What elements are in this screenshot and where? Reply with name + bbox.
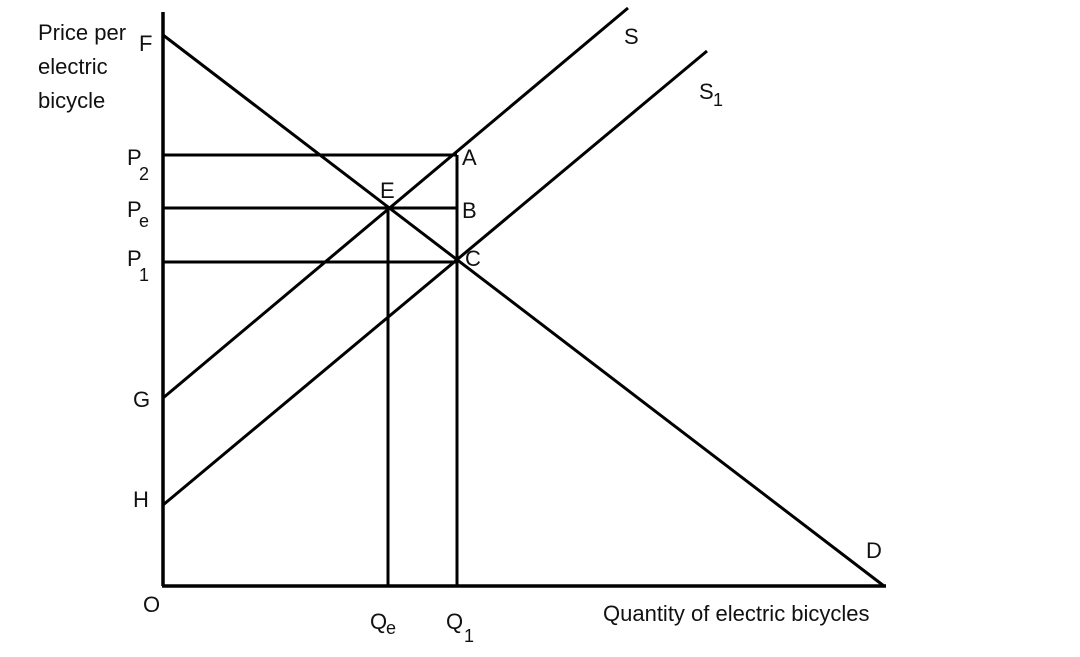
price-label-pe-main: P: [127, 197, 142, 222]
quantity-label-q1-main: Q: [446, 609, 463, 634]
point-label-e: E: [380, 178, 395, 203]
curve-label-s1-main: S: [699, 79, 714, 104]
quantity-label-qe: Q e: [370, 609, 396, 638]
y-axis-title-line-1: Price per: [38, 20, 126, 45]
curve-label-s1: S 1: [699, 79, 723, 110]
quantity-label-q1-sub: 1: [464, 626, 474, 646]
quantity-label-qe-main: Q: [370, 609, 387, 634]
origin-label: O: [143, 592, 160, 617]
intercept-label-d: D: [866, 538, 882, 563]
demand-curve: [162, 33, 885, 588]
price-label-pe: P e: [127, 197, 149, 231]
price-label-p2-sub: 2: [139, 164, 149, 184]
price-label-pe-sub: e: [139, 211, 149, 231]
x-axis-title: Quantity of electric bicycles: [603, 601, 870, 626]
intercept-label-h: H: [133, 487, 149, 512]
point-label-a: A: [462, 145, 477, 170]
price-label-p1: P 1: [127, 246, 149, 285]
point-label-b: B: [462, 198, 477, 223]
supply-curve-s: [162, 6, 629, 400]
price-label-p2: P 2: [127, 145, 149, 184]
price-label-p2-main: P: [127, 145, 142, 170]
price-label-p1-sub: 1: [139, 265, 149, 285]
supply-curve-s1: [162, 49, 708, 507]
y-axis-title-line-2: electric: [38, 54, 108, 79]
quantity-label-qe-sub: e: [386, 618, 396, 638]
intercept-label-f: F: [139, 31, 152, 56]
intercept-label-g: G: [133, 387, 150, 412]
curve-label-s1-sub: 1: [713, 90, 723, 110]
price-label-p1-main: P: [127, 246, 142, 271]
y-axis-title-line-3: bicycle: [38, 88, 105, 113]
quantity-label-q1: Q 1: [446, 609, 474, 646]
point-label-c: C: [465, 246, 481, 271]
curve-label-s: S: [624, 24, 639, 49]
